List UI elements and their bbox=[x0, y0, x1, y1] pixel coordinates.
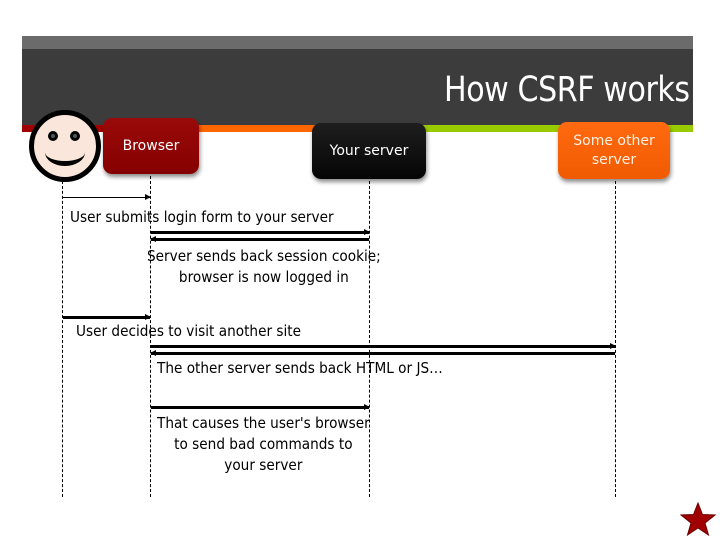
slide-title: How CSRF works bbox=[444, 70, 690, 110]
arrow-browser-to-your-server-2 bbox=[151, 404, 370, 410]
message-text: User submits login form to your server bbox=[70, 208, 334, 226]
header-top-band bbox=[22, 36, 693, 49]
message-text: The other server sends back HTML or JS… bbox=[157, 359, 443, 377]
actor-browser-label: Browser bbox=[122, 138, 180, 154]
message-visit-other-site: User decides to visit another site bbox=[76, 321, 301, 342]
lifeline-your-server bbox=[369, 181, 370, 497]
message-text-line3: your server bbox=[224, 456, 303, 474]
actor-your-server: Your server bbox=[312, 123, 426, 179]
lifeline-other-server bbox=[615, 181, 616, 497]
arrow-user-to-browser-1 bbox=[63, 193, 151, 200]
accent-stripe-orange bbox=[112, 125, 322, 132]
actor-your-server-label: Your server bbox=[329, 142, 409, 159]
message-session-cookie: Server sends back session cookie; browse… bbox=[147, 246, 381, 288]
message-bad-commands: That causes the user's browser to send b… bbox=[157, 413, 370, 476]
message-text: User decides to visit another site bbox=[76, 322, 302, 340]
message-text-line2: browser is now logged in bbox=[178, 268, 349, 286]
actor-other-server-label-line2: server bbox=[591, 151, 637, 168]
message-text-line2: to send bad commands to bbox=[174, 435, 353, 453]
accent-stripe-green bbox=[322, 125, 693, 132]
arrow-browser-to-your-server-1 bbox=[151, 229, 370, 235]
mouth-icon bbox=[45, 139, 85, 166]
eye-icon bbox=[48, 131, 58, 141]
eye-icon bbox=[70, 131, 80, 141]
message-other-server-response: The other server sends back HTML or JS… bbox=[157, 358, 443, 379]
actor-other-server: Some other server bbox=[558, 122, 670, 179]
message-text-line1: That causes the user's browser bbox=[157, 414, 370, 432]
lifeline-browser bbox=[150, 176, 151, 497]
actor-browser: Browser bbox=[103, 118, 199, 174]
lifeline-user bbox=[62, 176, 63, 497]
message-login-submit: User submits login form to your server bbox=[70, 207, 334, 228]
header-bar bbox=[22, 49, 693, 125]
message-text-line1: Server sends back session cookie; bbox=[147, 247, 381, 265]
star-icon bbox=[680, 502, 716, 536]
arrow-user-to-browser-2 bbox=[63, 314, 151, 320]
actor-other-server-label-line1: Some other bbox=[573, 132, 655, 149]
arrow-your-server-to-browser bbox=[150, 236, 369, 242]
arrow-browser-to-other-server bbox=[151, 343, 616, 349]
arrow-other-server-to-browser bbox=[150, 350, 615, 356]
smiley-face-icon bbox=[29, 110, 101, 182]
